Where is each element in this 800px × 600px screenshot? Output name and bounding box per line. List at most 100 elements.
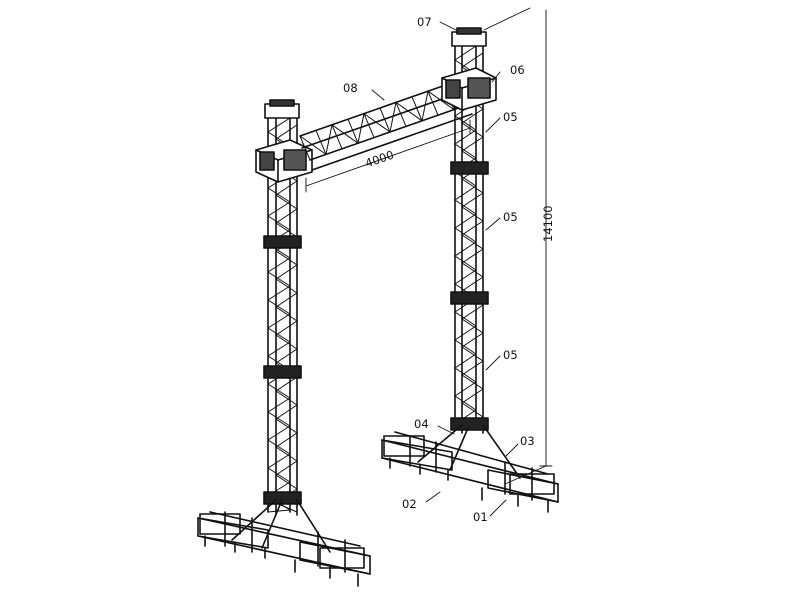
lattice-brace: [454, 129, 477, 145]
left-truss-tower: [263, 99, 302, 516]
lattice-brace: [461, 374, 484, 390]
lattice-brace: [461, 360, 484, 376]
label-03: 03: [520, 434, 535, 448]
lattice-brace: [454, 353, 477, 369]
beam-post: [411, 96, 423, 122]
lattice-brace: [275, 306, 298, 322]
lattice-brace: [275, 124, 298, 140]
lattice-brace: [454, 115, 477, 131]
lattice-brace: [461, 122, 484, 138]
beam-brace: [427, 90, 455, 111]
lattice-brace: [275, 376, 298, 392]
height-dimension: [483, 7, 553, 485]
lattice-brace: [275, 348, 298, 364]
beam-post: [347, 118, 359, 144]
lattice-brace: [461, 192, 484, 208]
lattice-brace: [454, 339, 477, 355]
callout-leaders: [371, 21, 519, 517]
lattice-brace: [454, 241, 477, 257]
lattice-brace: [454, 269, 477, 285]
lattice-brace: [461, 136, 484, 152]
lattice-brace: [275, 334, 298, 350]
lattice-brace: [461, 318, 484, 334]
beam-post: [299, 135, 311, 161]
lattice-brace: [461, 262, 484, 278]
lattice-brace: [461, 178, 484, 194]
beam-brace: [363, 113, 391, 133]
lattice-brace: [275, 180, 298, 196]
lattice-brace: [275, 446, 298, 462]
lattice-brace: [267, 467, 291, 483]
lattice-brace: [454, 143, 477, 159]
lattice-brace: [267, 117, 291, 133]
lattice-brace: [275, 194, 298, 210]
lattice-brace: [275, 222, 298, 238]
lattice-brace: [267, 215, 291, 231]
lattice-brace: [267, 453, 291, 469]
lattice-brace: [275, 474, 298, 490]
height-dimension-label: 14100: [541, 205, 555, 242]
left-corner-block: [255, 139, 313, 183]
beam-post: [331, 124, 343, 150]
lattice-brace: [267, 313, 291, 329]
lattice-brace: [461, 220, 484, 236]
lattice-brace: [275, 250, 298, 266]
lattice-brace: [461, 388, 484, 404]
lattice-brace: [461, 332, 484, 348]
lattice-brace: [454, 325, 477, 341]
beam-brace: [325, 124, 333, 155]
lattice-brace: [461, 108, 484, 124]
lattice-brace: [461, 52, 484, 68]
beam-brace: [395, 101, 423, 122]
lattice-brace: [461, 346, 484, 362]
lattice-brace: [454, 213, 477, 229]
beam-brace: [331, 124, 359, 144]
lattice-brace: [454, 199, 477, 215]
lattice-brace: [275, 292, 298, 308]
lattice-brace: [267, 201, 291, 217]
lattice-brace: [454, 185, 477, 201]
lattice-brace: [267, 299, 291, 315]
beam-brace: [421, 90, 429, 122]
lattice-brace: [267, 439, 291, 455]
label-07: 07: [417, 15, 432, 29]
lattice-brace: [267, 257, 291, 273]
lattice-brace: [267, 271, 291, 287]
lattice-brace: [461, 304, 484, 320]
lattice-brace: [267, 187, 291, 203]
lattice-brace: [267, 411, 291, 427]
beam-post: [363, 113, 375, 139]
lattice-brace: [275, 418, 298, 434]
beam-brace: [389, 101, 397, 133]
lattice-brace: [275, 320, 298, 336]
lattice-brace: [454, 395, 477, 411]
lattice-brace: [454, 367, 477, 383]
lattice-brace: [461, 276, 484, 292]
beam-brace: [299, 135, 327, 155]
span-dimension: [305, 119, 471, 193]
lattice-brace: [275, 390, 298, 406]
lattice-brace: [275, 264, 298, 280]
beam-post: [427, 90, 439, 116]
lattice-brace: [461, 234, 484, 250]
right-corner-block: [441, 67, 497, 111]
beam-post: [379, 107, 391, 133]
beam-post: [395, 101, 407, 127]
beam-brace: [357, 113, 365, 144]
lattice-brace: [267, 285, 291, 301]
right-base-outrigger: [381, 424, 559, 513]
lattice-brace: [267, 341, 291, 357]
lattice-brace: [454, 381, 477, 397]
lattice-brace: [275, 432, 298, 448]
lattice-brace: [267, 397, 291, 413]
label-02: 02: [402, 497, 417, 511]
lattice-brace: [461, 206, 484, 222]
lattice-brace: [461, 248, 484, 264]
lattice-brace: [267, 509, 291, 513]
right-truss-tower: [450, 27, 489, 434]
lattice-brace: [275, 460, 298, 476]
label-01: 01: [473, 510, 488, 524]
lattice-brace: [267, 327, 291, 343]
lattice-brace: [267, 425, 291, 441]
beam-post: [315, 129, 327, 155]
